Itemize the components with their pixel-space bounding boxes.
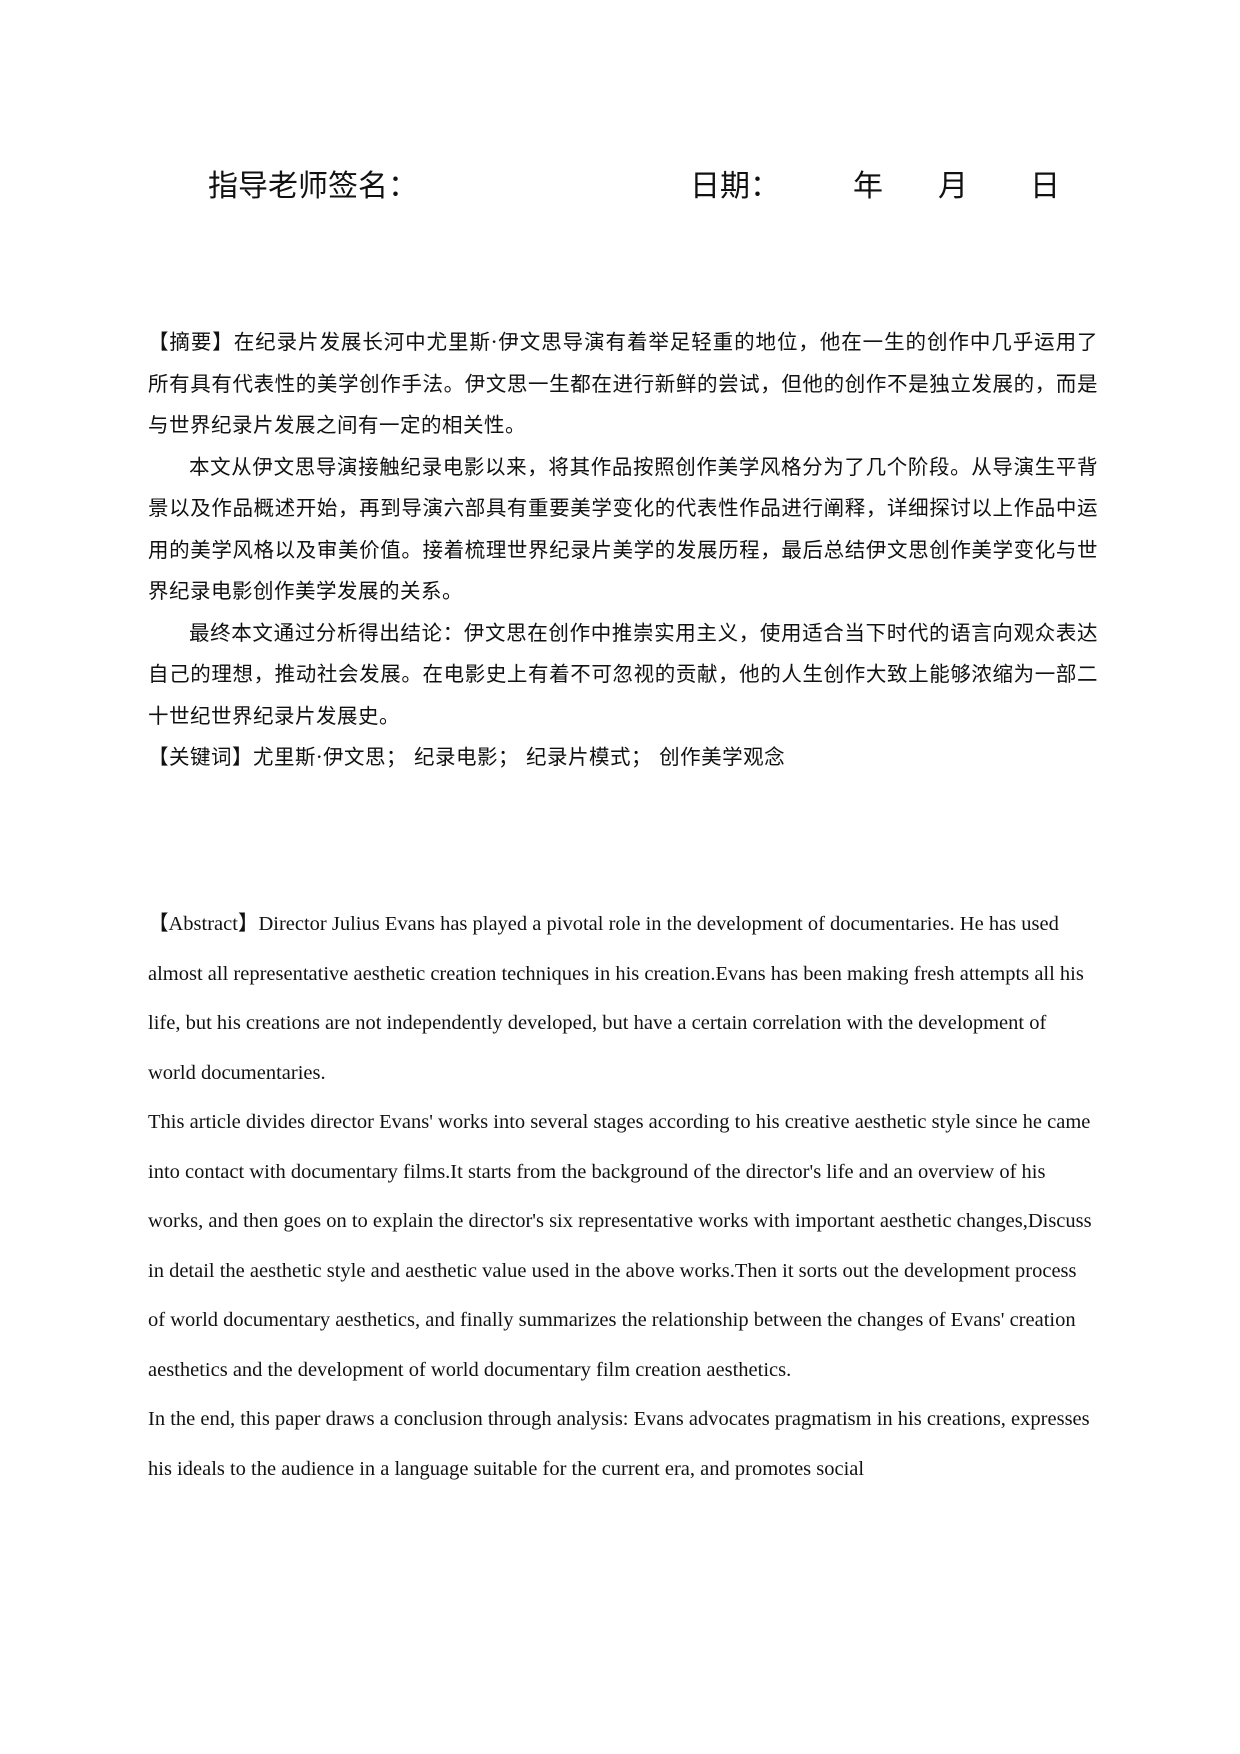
cn-keywords: 【关键词】尤里斯·伊文思； 纪录电影； 纪录片模式； 创作美学观念 [148, 745, 786, 769]
advisor-signature-label: 指导老师签名： [208, 169, 418, 204]
en-abstract-paragraph-3: In the end, this paper draws a conclusio… [148, 1408, 1090, 1480]
year-label: 年 [853, 169, 883, 204]
date-label: 日期： [690, 169, 780, 204]
cn-abstract-paragraph-3: 最终本文通过分析得出结论：伊文思在创作中推崇实用主义，使用适合当下时代的语言向观… [148, 620, 1098, 728]
signature-line: 指导老师签名： 日期： 年 月 日 [0, 162, 1240, 212]
chinese-abstract: 【摘要】在纪录片发展长河中尤里斯·伊文思导演有着举足轻重的地位，他在一生的创作中… [148, 322, 1098, 779]
en-abstract-paragraph-2: This article divides director Evans' wor… [148, 1111, 1092, 1381]
day-label: 日 [1030, 169, 1060, 204]
cn-abstract-paragraph-1: 【摘要】在纪录片发展长河中尤里斯·伊文思导演有着举足轻重的地位，他在一生的创作中… [148, 330, 1098, 437]
en-abstract-paragraph-1: 【Abstract】Director Julius Evans has play… [148, 913, 1084, 1084]
cn-abstract-paragraph-2: 本文从伊文思导演接触纪录电影以来，将其作品按照创作美学风格分为了几个阶段。从导演… [148, 454, 1098, 604]
english-abstract: 【Abstract】Director Julius Evans has play… [148, 900, 1098, 1494]
month-label: 月 [938, 169, 968, 204]
